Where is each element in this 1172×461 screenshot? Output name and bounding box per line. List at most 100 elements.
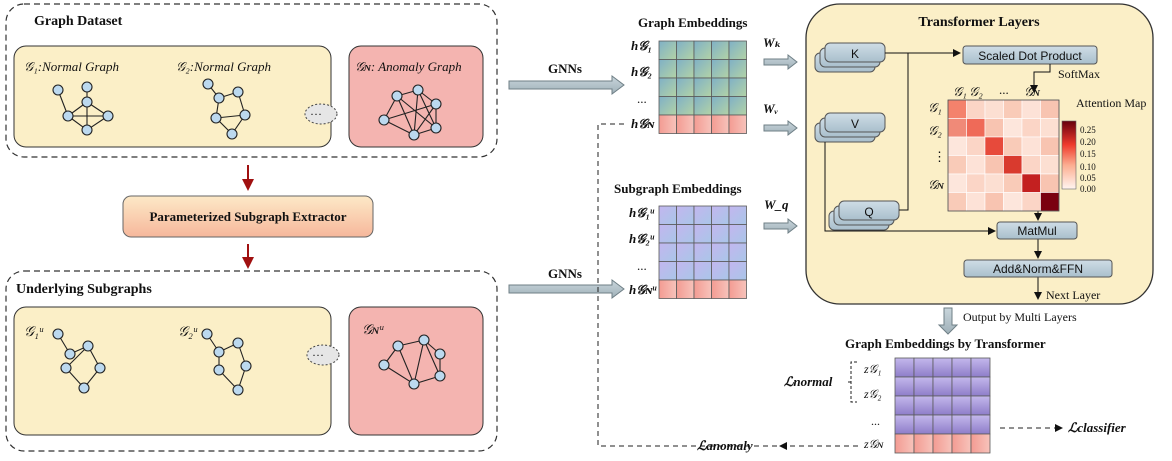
attention-cell xyxy=(947,118,967,138)
wq-label: W_q xyxy=(764,197,789,212)
v-box: V xyxy=(814,112,886,143)
grid-cell xyxy=(658,224,677,244)
wk-label: Wₖ xyxy=(763,35,781,50)
grid-cell xyxy=(711,77,730,97)
anomaly-graph xyxy=(378,84,442,141)
grid-cell xyxy=(970,414,991,435)
grid-cell xyxy=(913,376,934,397)
svg-text:GNNs: GNNs xyxy=(548,61,582,76)
out-row-2: z𝒢₂ xyxy=(863,387,881,401)
graph-embedding-grid xyxy=(658,40,747,134)
normal-graph-2 xyxy=(202,78,251,140)
attention-cell xyxy=(947,136,967,156)
grid-cell xyxy=(951,357,972,378)
grid-cell xyxy=(894,376,915,397)
transformer-title: Transformer Layers xyxy=(918,15,1040,30)
underlying-subgraphs-panel: Underlying Subgraphs 𝒢₁ᵘ 𝒢₂ᵘ ··· xyxy=(5,270,498,452)
more-graphs-cloud: ··· xyxy=(304,103,338,125)
graph-emb-row-4: h𝒢ɴ xyxy=(631,116,655,131)
attention-cell xyxy=(966,155,986,175)
svg-text:⋮: ⋮ xyxy=(933,149,946,164)
grid-cell xyxy=(894,414,915,435)
subgraph-embeddings-block: Subgraph Embeddings h𝒢₁ᵘ h𝒢₂ᵘ ... h𝒢ɴᵘ W… xyxy=(614,181,798,299)
grid-cell xyxy=(932,395,953,416)
next-layer-label: Next Layer xyxy=(1046,288,1100,302)
attention-map xyxy=(947,99,1060,212)
grid-cell xyxy=(951,376,972,397)
grid-cell xyxy=(913,395,934,416)
wk-arrow xyxy=(763,53,798,71)
grid-cell xyxy=(676,205,695,225)
subgraph-2-label: 𝒢₂ᵘ xyxy=(178,325,198,340)
grid-cell xyxy=(693,279,712,299)
grid-cell xyxy=(728,96,747,116)
svg-text:𝒢₁: 𝒢₁ xyxy=(928,100,942,115)
attention-col-labels: 𝒢₁ 𝒢₂ ... 𝒢ɴ xyxy=(953,82,1040,99)
anomaly-dashed-path xyxy=(597,123,778,447)
grid-cell xyxy=(711,59,730,79)
grid-cell xyxy=(693,242,712,262)
output-arrow: Output by Multi Layers xyxy=(937,307,1077,335)
grid-cell xyxy=(693,224,712,244)
grid-cell xyxy=(693,261,712,281)
graph-emb-row-2: h𝒢₂ xyxy=(631,64,652,79)
grid-cell xyxy=(932,414,953,435)
attention-cell xyxy=(947,173,967,193)
k-box: K xyxy=(814,42,886,73)
attention-cell xyxy=(1040,118,1060,138)
svg-text:𝒢₁: 𝒢₁ xyxy=(953,84,967,99)
grid-cell xyxy=(711,242,730,262)
svg-text:Q: Q xyxy=(864,205,873,219)
anomaly-graph-label: 𝒢ɴ: Anomaly Graph xyxy=(355,59,462,74)
sub-emb-row-3: ... xyxy=(637,258,647,273)
grid-cell xyxy=(728,205,747,225)
grid-cell xyxy=(676,261,695,281)
grid-cell xyxy=(658,77,677,97)
svg-text:...: ... xyxy=(999,82,1009,97)
svg-text:0.20: 0.20 xyxy=(1080,137,1096,147)
sub-emb-row-4: h𝒢ɴᵘ xyxy=(629,282,657,297)
graph-dataset-panel: Graph Dataset 𝒢₁:Normal Graph 𝒢₂:Normal … xyxy=(5,3,498,158)
grid-cell xyxy=(693,96,712,116)
grid-cell xyxy=(711,205,730,225)
grid-cell xyxy=(693,77,712,97)
attention-cell xyxy=(984,155,1004,175)
grid-cell xyxy=(658,242,677,262)
attention-cell xyxy=(1021,99,1041,119)
q-box: Q xyxy=(828,200,900,231)
anomaly-subgraph xyxy=(378,334,446,390)
normal-graph-1 xyxy=(52,81,114,136)
grid-cell xyxy=(728,40,747,60)
subgraph-1 xyxy=(52,328,106,394)
grid-cell xyxy=(970,357,991,378)
grid-cell xyxy=(676,242,695,262)
attention-cell xyxy=(947,155,967,175)
attention-cell xyxy=(1021,118,1041,138)
out-row-4: z𝒢ɴ xyxy=(863,437,884,451)
subgraph-1-label: 𝒢₁ᵘ xyxy=(24,325,44,340)
wq-arrow xyxy=(763,217,798,235)
grid-cell xyxy=(913,433,934,454)
normal-graph-2-label: 𝒢₂:Normal Graph xyxy=(176,59,271,74)
grid-cell xyxy=(676,40,695,60)
grid-cell xyxy=(711,96,730,116)
grid-cell xyxy=(932,433,953,454)
svg-text:𝒢₂: 𝒢₂ xyxy=(969,84,983,99)
attention-map-border xyxy=(947,99,1060,212)
grid-cell xyxy=(658,279,677,299)
graph-dataset-title: Graph Dataset xyxy=(34,14,123,29)
attention-cell xyxy=(1003,99,1023,119)
svg-text:···: ··· xyxy=(310,107,322,121)
attention-cell xyxy=(1003,173,1023,193)
attention-cell xyxy=(966,99,986,119)
grid-cell xyxy=(728,224,747,244)
output-embedding-grid xyxy=(894,357,991,454)
attention-cell xyxy=(966,173,986,193)
grid-cell xyxy=(728,114,747,134)
grid-cell xyxy=(894,395,915,416)
grid-cell xyxy=(913,414,934,435)
svg-text:GNNs: GNNs xyxy=(548,266,582,281)
svg-text:𝒢ɴ: 𝒢ɴ xyxy=(1024,84,1040,99)
attention-cell xyxy=(1021,192,1041,212)
